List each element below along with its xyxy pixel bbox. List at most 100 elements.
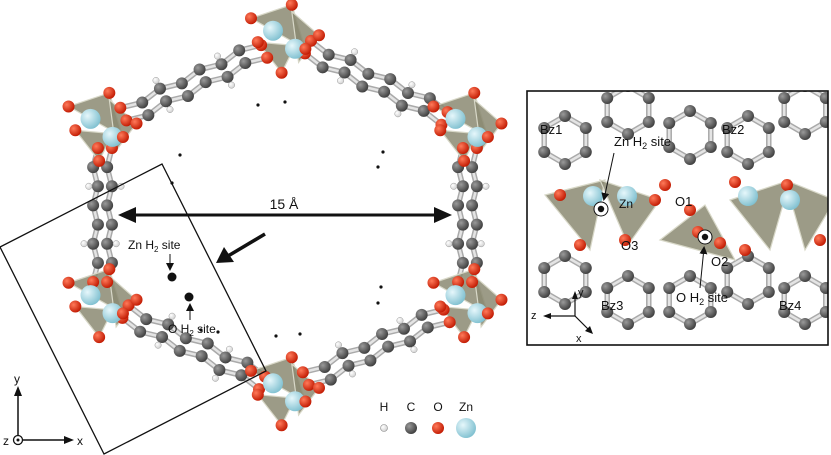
c-atom: [721, 146, 734, 158]
c-atom: [456, 180, 469, 193]
c-atom: [684, 153, 696, 165]
inset-axes-indicator: [543, 291, 593, 334]
o-atom: [285, 0, 298, 11]
c-atom: [456, 256, 469, 269]
o-atom: [619, 234, 631, 246]
o-atom: [116, 307, 129, 320]
c-atom: [742, 110, 754, 122]
o-h2-site-label: O H2 site: [168, 322, 216, 338]
ring-label-bz4: Bz4: [779, 298, 801, 313]
o-atom: [130, 293, 143, 306]
o-atom: [285, 351, 298, 364]
c-atom: [721, 122, 734, 134]
pore-diameter-arrow: [118, 207, 452, 223]
o-atom: [251, 388, 264, 401]
o-atom: [714, 237, 726, 249]
c-atom: [342, 359, 355, 372]
c-atom: [404, 335, 417, 348]
h-atom: [228, 81, 235, 89]
atom-legend: H C O Zn: [380, 400, 476, 438]
o-atom: [729, 176, 741, 188]
c-atom: [364, 354, 377, 367]
c-atom: [601, 116, 614, 128]
zn-atom: [780, 190, 800, 210]
oxygen-label-o2: O2: [711, 254, 728, 269]
c-atom: [819, 306, 828, 318]
o-atom: [434, 300, 447, 313]
c-atom: [559, 298, 571, 310]
o-atom: [468, 263, 481, 276]
o-atom: [684, 204, 696, 216]
c-atom: [778, 282, 791, 294]
o-atom: [245, 364, 257, 377]
pore-dot: [298, 332, 302, 336]
h-atom: [450, 182, 458, 190]
c-atom: [101, 199, 114, 212]
c-atom: [778, 306, 791, 318]
pore-dot: [216, 330, 220, 334]
zn-atom: [738, 186, 758, 206]
c-atom: [336, 347, 349, 360]
c-atom: [452, 199, 465, 212]
c-atom: [704, 306, 717, 318]
zn-atom: [80, 108, 101, 129]
zn-h2-site-marker: [167, 272, 177, 282]
legend-swatch-c: [405, 422, 417, 434]
h-atom: [154, 341, 162, 349]
c-atom: [684, 105, 696, 117]
c-atom: [538, 146, 551, 158]
c-atom: [160, 95, 173, 108]
h-atom: [214, 52, 221, 60]
legend-label-h: H: [380, 400, 389, 414]
h-atom: [211, 374, 219, 382]
c-atom: [579, 122, 592, 134]
c-atom: [622, 270, 634, 282]
pore-dot: [178, 153, 182, 157]
c-atom: [91, 218, 104, 231]
c-atom: [704, 141, 717, 153]
c-atom: [663, 282, 676, 294]
c-atom: [538, 286, 551, 298]
ring-label-bz3: Bz3: [601, 298, 623, 313]
c-atom: [239, 56, 252, 69]
h-atom: [394, 110, 402, 118]
main-axes-indicator: [12, 386, 74, 446]
h-atom: [112, 240, 120, 248]
o-atom: [103, 86, 116, 99]
h-atom: [410, 346, 418, 353]
c-atom: [91, 256, 104, 269]
c-atom: [324, 373, 337, 386]
pore-dot: [274, 334, 278, 338]
main-axis-y-label: y: [14, 372, 20, 386]
o-atom: [495, 117, 508, 130]
pore-dot: [381, 150, 385, 154]
zn-atom: [102, 126, 123, 147]
c-atom: [742, 298, 754, 310]
o-atom: [481, 307, 494, 320]
zn-h2-site-label: Zn H2 site: [128, 238, 181, 254]
c-atom: [579, 262, 592, 274]
c-atom: [470, 180, 483, 193]
zn-atom: [285, 38, 305, 59]
c-atom: [663, 141, 676, 153]
c-atom: [153, 82, 166, 95]
o-atom: [781, 179, 793, 191]
c-atom: [397, 322, 410, 335]
c-atom: [338, 66, 351, 79]
h-atom: [335, 341, 342, 349]
c-atom: [704, 282, 717, 294]
framework-main-view: 15 Å Zn H2 site O H2 site y x z: [0, 0, 508, 455]
c-atom: [175, 77, 188, 90]
c-atom: [601, 306, 614, 318]
o-atom: [739, 244, 751, 256]
c-atom: [344, 53, 357, 66]
c-atom: [87, 237, 100, 250]
c-atom: [201, 337, 214, 350]
c-atom: [642, 282, 655, 294]
c-atom: [721, 262, 734, 274]
zoom-region-box: [0, 163, 267, 455]
o-atom: [574, 239, 586, 251]
c-atom: [219, 351, 232, 364]
o-atom: [261, 51, 274, 64]
